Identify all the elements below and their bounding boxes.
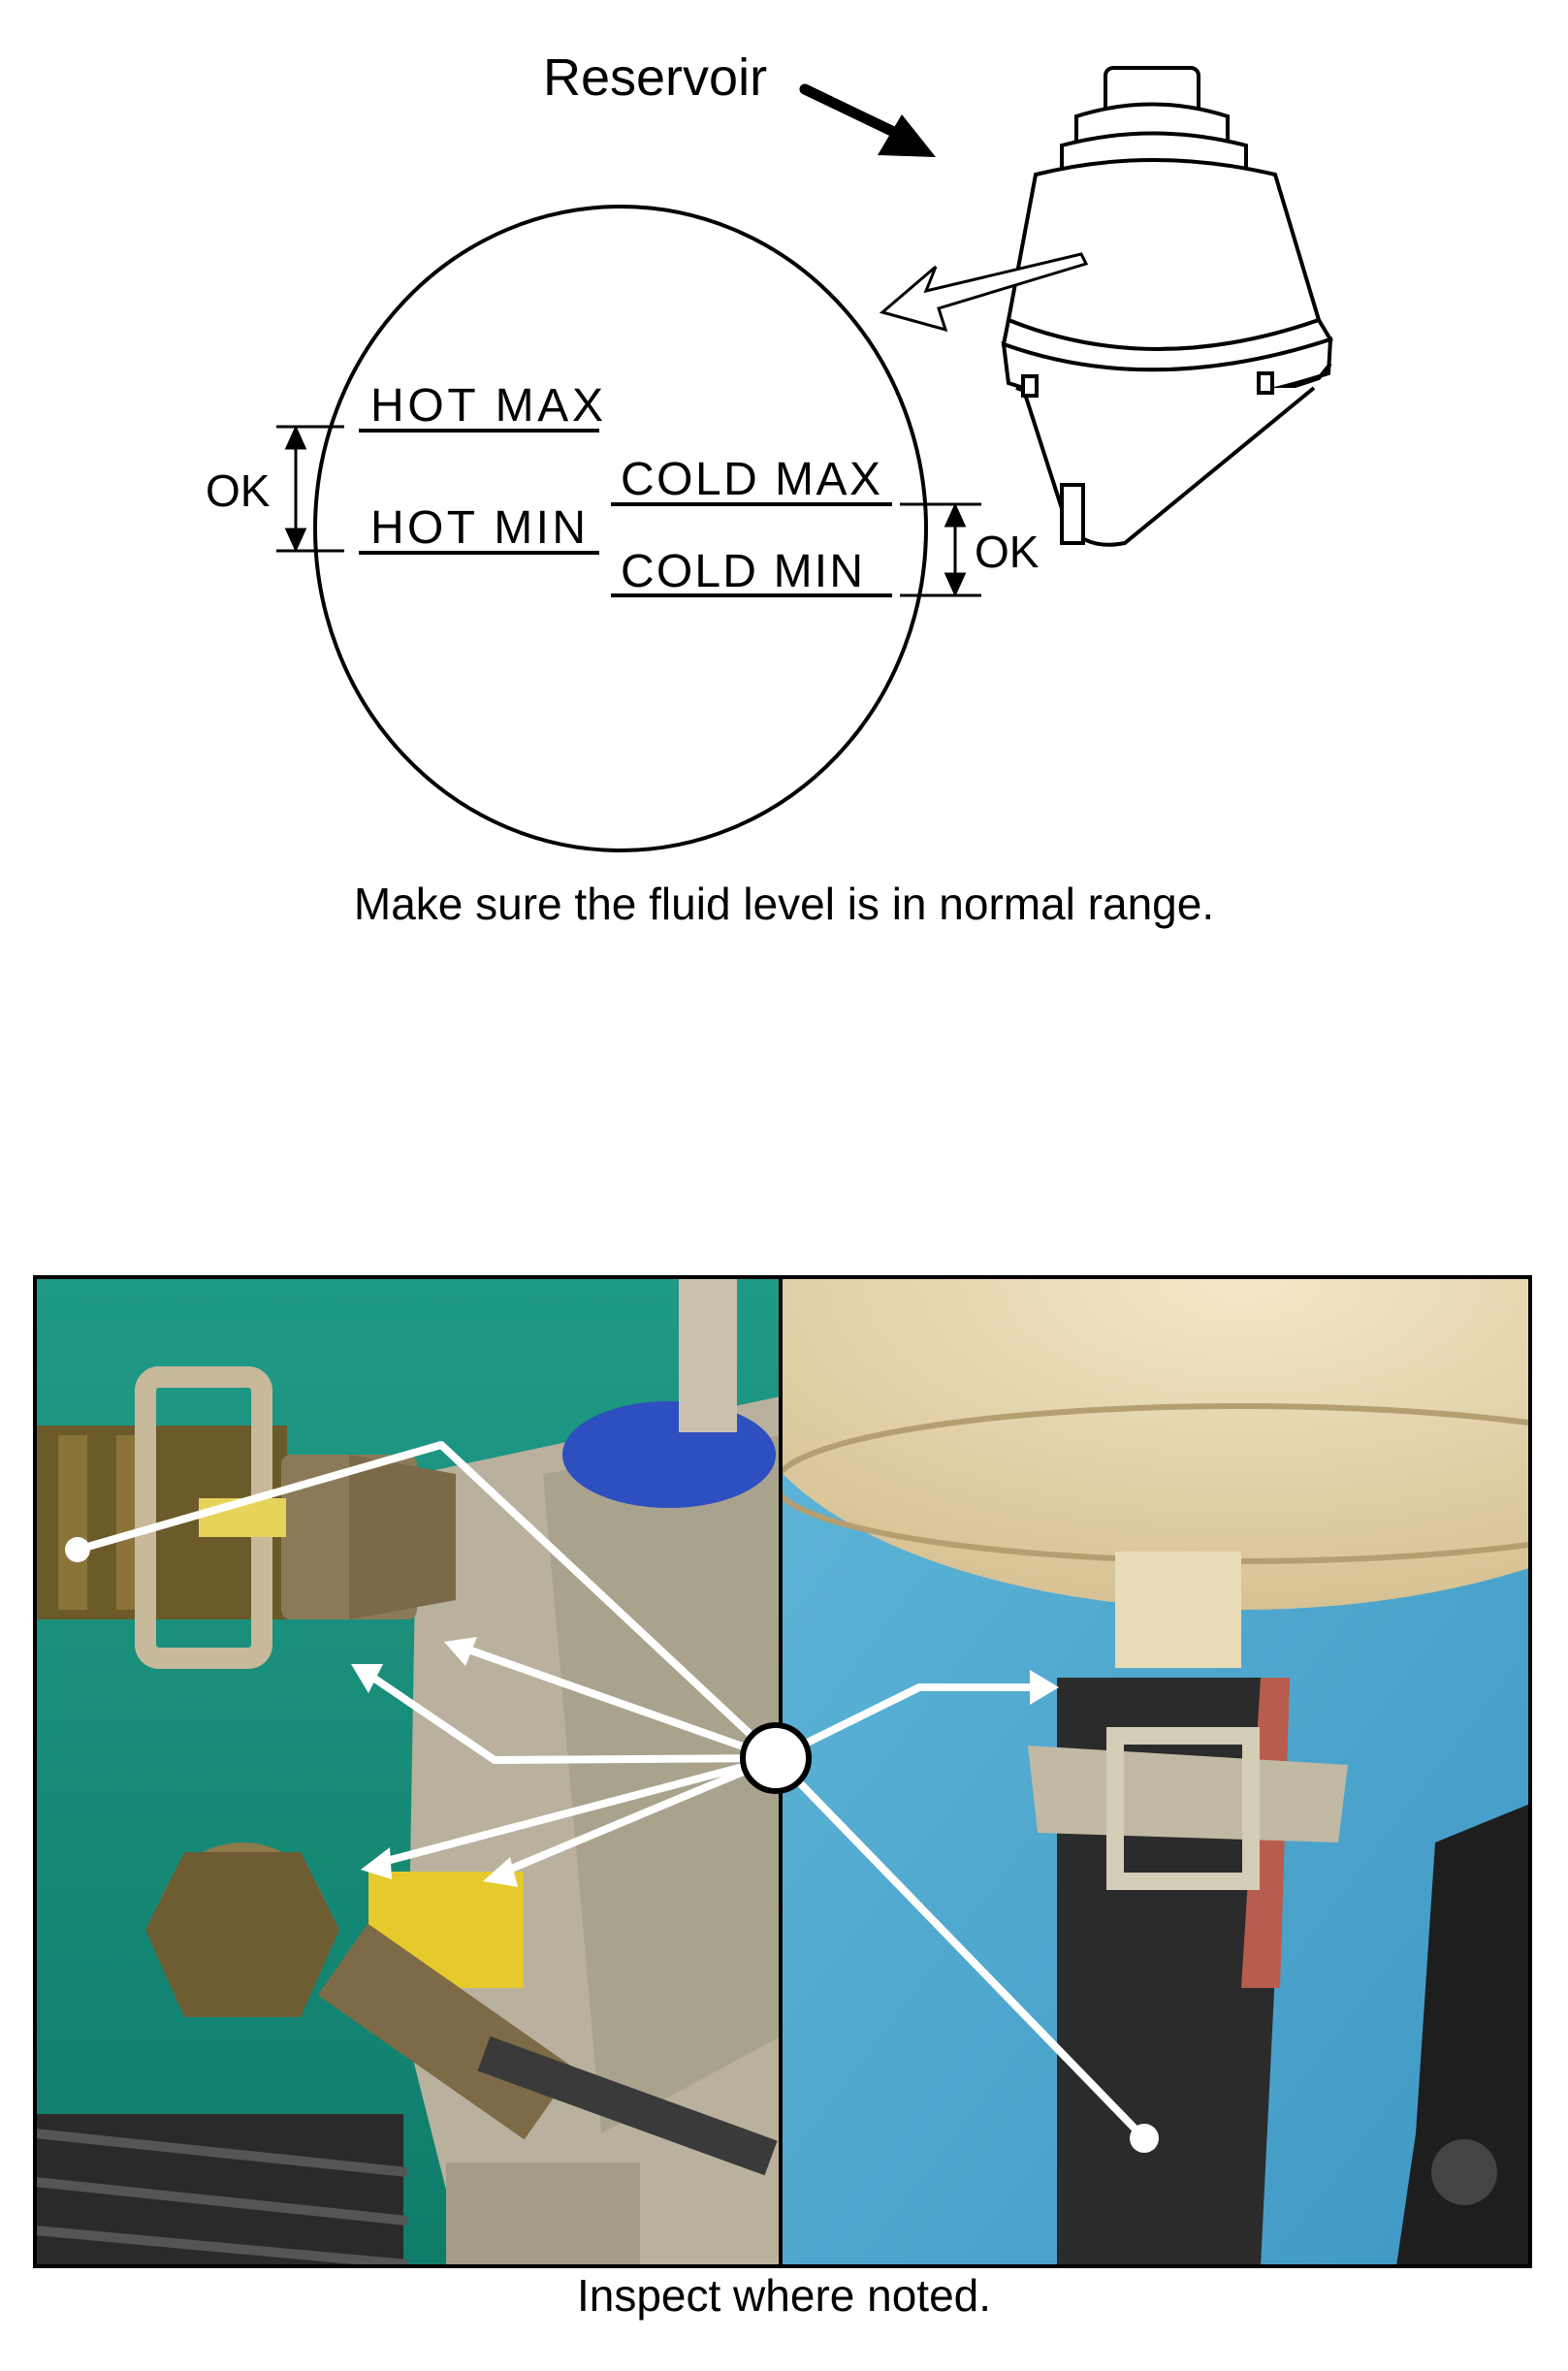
cold-max-label: COLD MAX	[621, 454, 880, 505]
callout-hub	[740, 1722, 812, 1794]
magnified-level-circle	[313, 205, 928, 852]
right-photo-reservoir-hose	[781, 1277, 1530, 2266]
inspect-caption: Inspect where noted.	[576, 2270, 992, 2321]
fluid-level-caption: Make sure the fluid level is in normal r…	[353, 879, 1215, 929]
reservoir-diagram: Reservoir HOT MAX HOT MIN COLD MAX COLD …	[206, 48, 1334, 852]
cold-min-label: COLD MIN	[621, 546, 863, 597]
callout-dot-right	[1130, 2124, 1159, 2153]
hot-max-label: HOT MAX	[370, 380, 603, 432]
ok-right-label: OK	[975, 527, 1040, 577]
inspection-callouts	[74, 1441, 1148, 2142]
cold-range-bracket	[900, 502, 981, 597]
reservoir-pointer-arrow	[799, 83, 936, 157]
reservoir-label: Reservoir	[543, 48, 767, 107]
left-photo-pump-fittings	[35, 1277, 781, 2266]
callout-dot-left	[65, 1537, 90, 1562]
magnifier-pointer	[879, 252, 1089, 333]
callout-arrowheads	[351, 1637, 1059, 1887]
callout-upper-hose	[74, 1441, 780, 1762]
ok-left-label: OK	[206, 465, 271, 516]
callout-right-hose	[772, 1754, 1148, 2142]
hot-range-bracket	[276, 425, 344, 553]
reservoir-tank-drawing	[1001, 66, 1334, 547]
